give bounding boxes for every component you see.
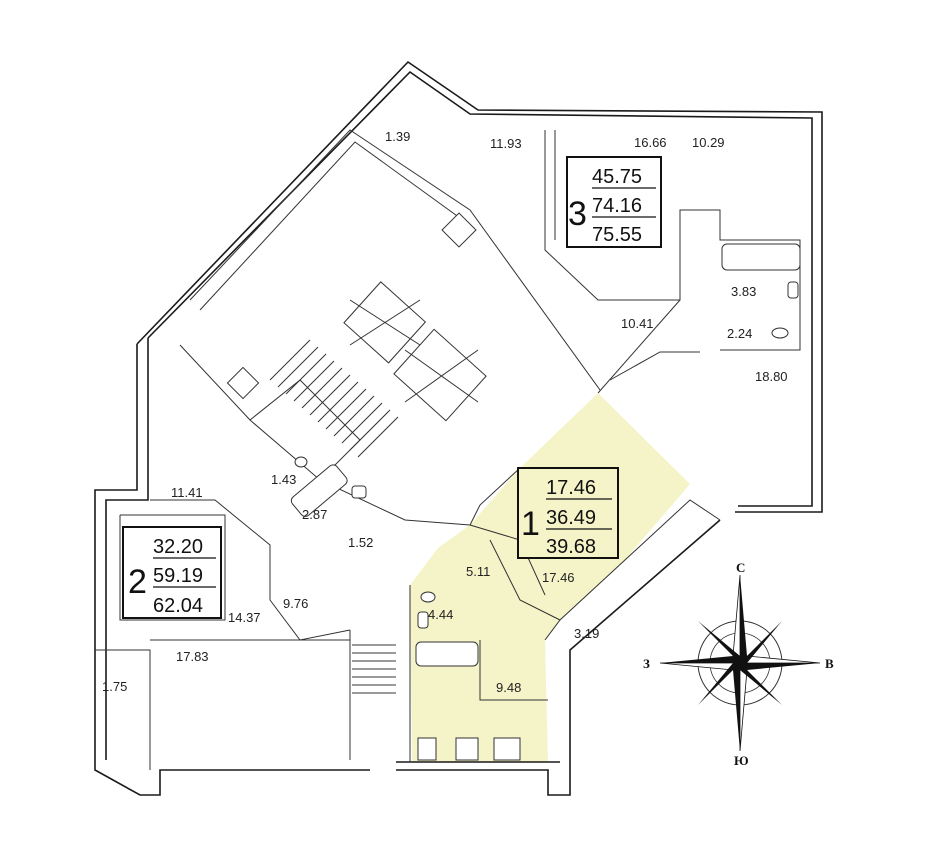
room-area: 1.43 [271,472,296,487]
room-area: 10.41 [621,316,654,331]
apartment-1-info: 1 17.46 36.49 39.68 [517,467,619,559]
stair-tread [309,374,351,416]
living-area: 45.75 [592,166,642,188]
stair-tread [349,409,391,451]
stair-tread [293,360,335,402]
apartment-3-info: 3 45.75 74.16 75.55 [566,156,662,248]
room-area: 3.83 [731,284,756,299]
sink-icon [351,281,799,629]
total-area-balcony: 62.04 [153,595,203,617]
room-area: 9.76 [283,596,308,611]
room-area: 10.29 [692,135,725,150]
room-area: 1.39 [385,129,410,144]
elevator-shafts [343,281,487,422]
room-area: 3.19 [574,626,599,641]
room-area: 16.66 [634,135,667,150]
stair-tread [285,353,327,395]
stair-tread [333,395,375,437]
total-area-balcony: 39.68 [546,536,596,558]
room-area: 18.80 [755,369,788,384]
apartment-rooms: 3 [568,195,587,233]
apartment-rooms: 2 [128,563,147,601]
room-area: 11.93 [490,136,522,151]
compass-north: С [736,560,745,575]
room-area: 2.87 [302,507,327,522]
living-area: 32.20 [153,536,203,558]
room-area: 4.44 [428,607,453,622]
apartment-2-info: 2 32.20 59.19 62.04 [122,526,222,619]
room-area: 9.48 [496,680,521,695]
total-area-balcony: 75.55 [592,224,642,246]
stair-tread [317,381,359,423]
room-area: 17.83 [176,649,209,664]
entrance-stairs [352,644,396,694]
stair-tread [269,339,311,381]
room-area: 14.37 [228,610,261,625]
toilet-icon [294,327,789,603]
room-area: 1.52 [348,535,373,550]
living-area: 17.46 [546,477,596,499]
total-area: 59.19 [153,565,203,587]
compass-west: З [643,656,650,671]
stair-tread [341,402,383,444]
room-area: 1.75 [102,679,127,694]
stair-tread [301,367,343,409]
staircase [269,339,399,458]
total-area: 74.16 [592,195,642,217]
stair-tread [277,346,319,388]
room-area: 11.41 [171,485,203,500]
total-area: 36.49 [546,507,596,529]
compass-east: В [825,656,834,671]
room-area: 5.11 [466,564,490,579]
bathtub-icon [290,243,801,667]
room-area: 2.24 [727,326,752,341]
room-area: 17.46 [542,570,575,585]
stove-icon [226,212,521,761]
room-area-labels: 1.39 11.93 16.66 10.29 3.83 10.41 2.24 1… [102,129,788,695]
outer-walls [94,60,823,796]
stair-tread [357,416,399,458]
apartment-rooms: 1 [521,505,540,543]
compass-south: Ю [734,753,749,768]
stair-tread [325,388,367,430]
compass-rose: С Ю З В [643,560,834,768]
